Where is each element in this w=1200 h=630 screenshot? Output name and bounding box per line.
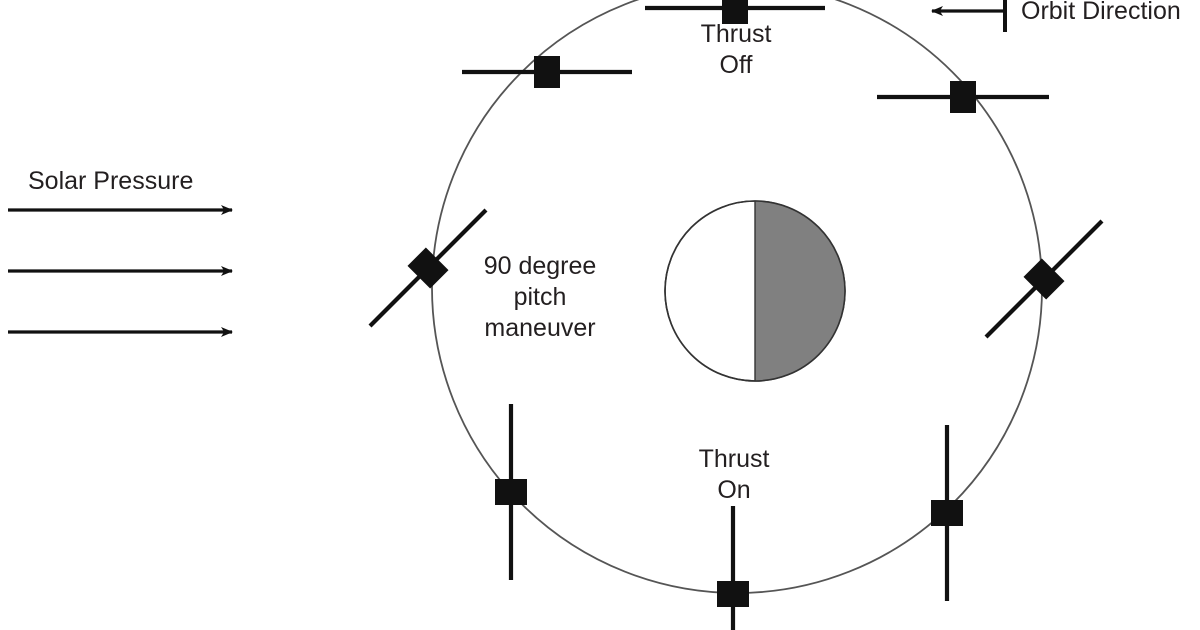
orbit-direction-label: Orbit Direction [1021, 0, 1181, 25]
spacecraft-body [717, 581, 749, 607]
central-body-outline [664, 200, 846, 382]
spacecraft-body [722, 0, 748, 24]
thrust-on-label: Thrust On [698, 445, 770, 504]
spacecraft-top [645, 0, 825, 24]
spacecraft-bottom [717, 506, 749, 630]
spacecraft-lower-right [931, 425, 963, 601]
central-body-group [664, 200, 846, 382]
spacecraft-body [407, 247, 449, 289]
spacecraft-lower-left [495, 404, 527, 580]
solar-pressure-arrow-group [8, 205, 233, 337]
solar-pressure-label: Solar Pressure [28, 167, 194, 195]
spacecraft-body [534, 56, 560, 88]
spacecraft-group [368, 0, 1104, 630]
spacecraft-upper-right [877, 81, 1049, 113]
orbit-direction-arrow-group [931, 0, 1007, 32]
central-body-shadow-half [754, 200, 846, 382]
thrust-off-label: Thrust Off [700, 20, 772, 79]
spacecraft-body [950, 81, 976, 113]
spacecraft-right [984, 219, 1104, 339]
spacecraft-left [368, 208, 488, 328]
pitch-maneuver-label: 90 degree pitch maneuver [483, 252, 597, 342]
spacecraft-body [1023, 258, 1065, 300]
spacecraft-body [931, 500, 963, 526]
spacecraft-upper-left [462, 56, 632, 88]
spacecraft-body [495, 479, 527, 505]
